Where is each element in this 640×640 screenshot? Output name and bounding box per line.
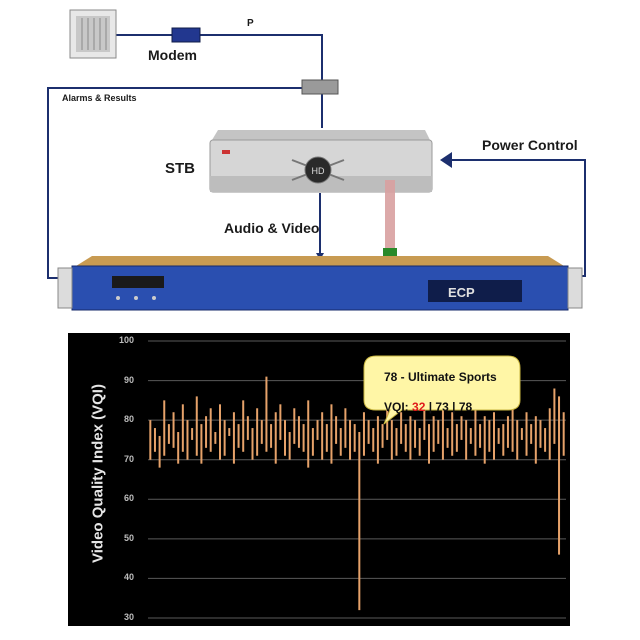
alarms-results-wire: [47, 87, 302, 279]
callout-vqi: VQI: 32 | 73 | 78: [384, 400, 472, 414]
modem-label: Modem: [148, 47, 197, 63]
vqi-separator: |: [452, 400, 456, 414]
network-diagram: HD ECP: [47, 9, 586, 311]
y-tick-label: 100: [118, 335, 134, 345]
vqi-prefix: VQI:: [384, 400, 409, 414]
vqi-low-value: 32: [412, 400, 426, 414]
ir-sensor: [383, 248, 397, 256]
y-tick-label: 50: [123, 532, 134, 543]
vqi-chart-panel: Video Quality Index (VQI) 30 40 50 60 70 80 90…: [68, 333, 570, 626]
channel-callout: [363, 355, 521, 425]
test-rack-unit: [57, 256, 583, 311]
vqi-separator: |: [428, 400, 433, 414]
power-arrow: [440, 152, 452, 168]
y-tick-label: 80: [123, 414, 134, 425]
server-icon: [69, 9, 117, 59]
p-label: P: [247, 18, 254, 29]
y-tick-label: 40: [123, 572, 134, 583]
stb-label: STB: [165, 160, 195, 177]
vqi-mid-value: 73: [435, 400, 449, 414]
vqi-high-value: 78: [458, 400, 473, 414]
y-tick-label: 30: [123, 612, 134, 622]
vqi-chart: [148, 340, 566, 619]
y-tick-label: 90: [123, 374, 134, 385]
stb-display-text: HD: [312, 166, 325, 176]
audio-video-label: Audio & Video: [224, 220, 320, 236]
stb-device-icon: [209, 130, 433, 193]
y-tick-label: 60: [123, 493, 134, 504]
y-axis-label: Video Quality Index (VQI): [89, 384, 107, 563]
ir-beam: [385, 180, 395, 250]
callout-title: 78 - Ultimate Sports: [384, 370, 497, 384]
y-tick-label: 70: [123, 453, 134, 464]
power-control-label: Power Control: [482, 137, 578, 153]
splitter-box: [301, 79, 339, 95]
vqi-bars: [149, 376, 565, 611]
modem-splitter-wire: [200, 34, 323, 84]
modem-icon: [171, 27, 201, 43]
alarms-results-label: Alarms & Results: [62, 93, 137, 103]
rack-logo: ECP: [448, 285, 475, 300]
